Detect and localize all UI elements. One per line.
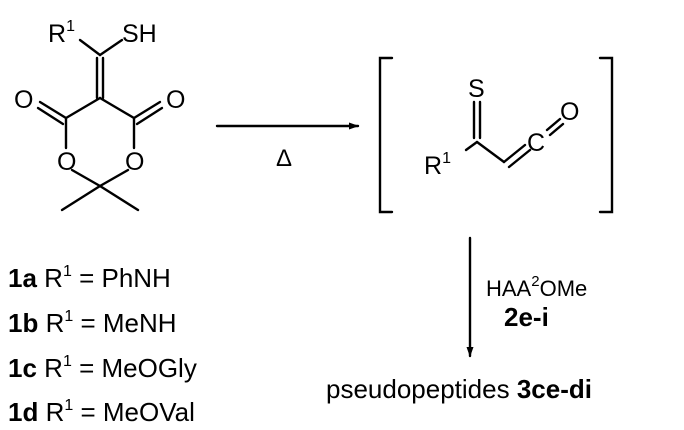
reactant-bonds: [36, 38, 164, 212]
heat-arrow: Δ: [215, 122, 360, 172]
reagent-id: 2e-i: [504, 302, 549, 332]
intermediate-structure: S C O R1: [378, 56, 614, 214]
reactant-structure: R1 SH O O O O: [14, 18, 185, 212]
product-label: pseudopeptides 3ce-di: [326, 374, 592, 404]
bond-cs-sh: [98, 38, 124, 57]
bond-c4-o-b: [36, 106, 65, 126]
bond-c-o-b: [548, 122, 565, 137]
compound-1a: 1a R1 = PhNH: [8, 263, 171, 293]
reagent-arrow: HAA2OMe 2e-i: [466, 236, 587, 358]
bracket-right: [598, 56, 614, 214]
bracket-left: [378, 56, 394, 214]
reactant-carbonyl-o-left: O: [14, 86, 33, 114]
reactant-sh-label: SH: [122, 20, 157, 48]
intermediate-c-label: C: [527, 129, 545, 157]
compound-1b: 1b R1 = MeNH: [8, 308, 177, 338]
bond-ch-c-b: [507, 148, 532, 169]
bond-ch-c-a: [502, 143, 527, 164]
bond-r1-cs: [78, 38, 102, 57]
bond-c4-o-a: [38, 100, 68, 120]
bond-c-ch: [475, 140, 506, 164]
compound-1c: 1c R1 = MeOGly: [8, 353, 197, 383]
bond-c5-c4: [64, 96, 102, 120]
bond-o3-c2: [98, 168, 130, 188]
reagent-label: HAA2OMe: [486, 273, 587, 301]
heat-arrow-label: Δ: [276, 145, 292, 172]
intermediate-o-label: O: [560, 98, 579, 126]
compound-1d: 1d R1 = MeOVal: [8, 397, 195, 427]
bond-o1-c2: [70, 168, 102, 188]
bond-c6-o-a: [132, 100, 162, 120]
reactant-carbonyl-o-right: O: [166, 86, 185, 114]
intermediate-r-group: R1: [424, 150, 451, 180]
reactant-ring-o-left: O: [57, 148, 76, 176]
reactant-r-group: R1: [48, 18, 75, 48]
compound-list: 1a R1 = PhNH 1b R1 = MeNH 1c R1 = MeOGly…: [8, 263, 197, 427]
bond-c6-o-b: [135, 106, 164, 126]
bond-c2-me2: [98, 184, 140, 212]
bond-r1-c: [464, 140, 479, 152]
bond-c2-me1: [60, 184, 102, 212]
bond-c-o-a: [545, 117, 562, 132]
reactant-ring-o-right: O: [125, 148, 144, 176]
intermediate-s-label: S: [468, 75, 485, 103]
bond-c5-c6: [98, 96, 136, 120]
